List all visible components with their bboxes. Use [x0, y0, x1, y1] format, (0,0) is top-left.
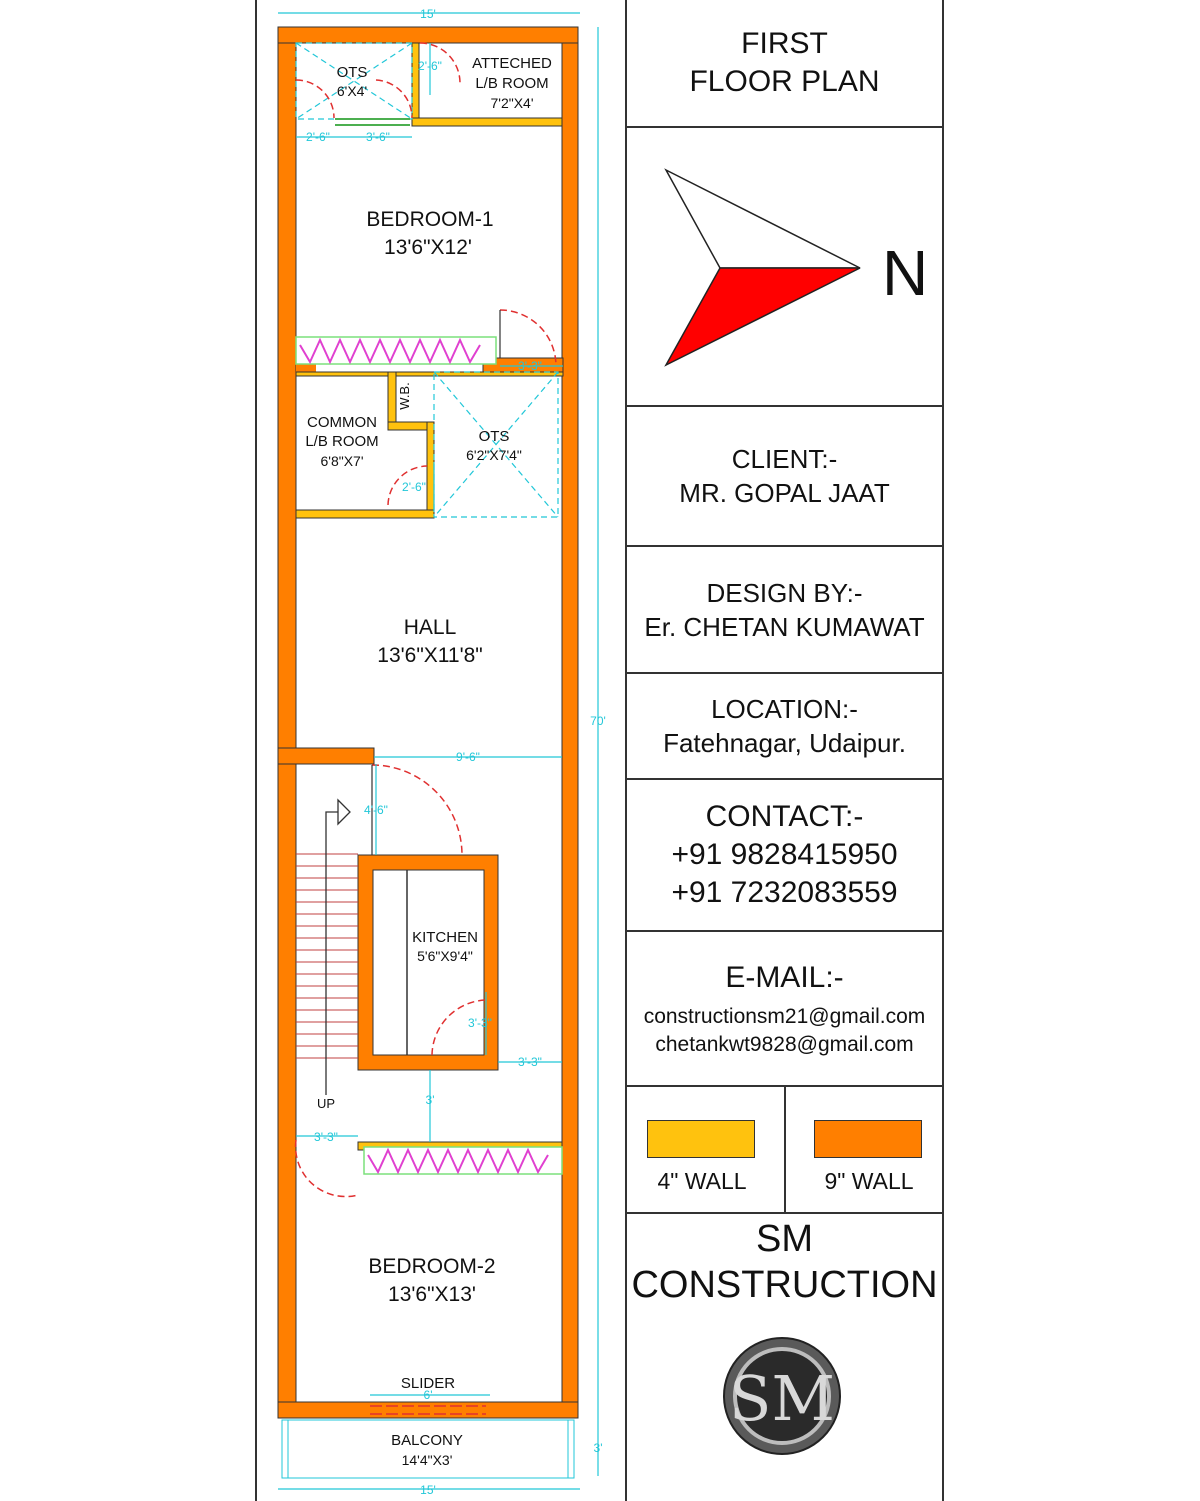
hall-size: 13'6"X11'8" — [377, 644, 482, 667]
stair-up-label: UP — [317, 1096, 335, 1111]
contact-label: CONTACT:- — [705, 800, 864, 833]
kitchen-size: 5'6"X9'4" — [417, 948, 473, 964]
windows — [335, 118, 410, 126]
email-cell: E-MAIL:- constructionsm21@gmail.com chet… — [626, 932, 943, 1087]
dim-kitchen-door: 3'-3" — [468, 1016, 492, 1030]
bedroom1-name: BEDROOM-1 — [366, 208, 493, 231]
ots1-name: OTS — [337, 64, 368, 81]
email-2[interactable]: chetankwt9828@gmail.com — [655, 1032, 914, 1056]
client-label: CLIENT:- — [731, 444, 838, 474]
staircase — [296, 853, 358, 1059]
ots1-size: 6'X4' — [337, 83, 367, 99]
north-cell — [626, 128, 943, 407]
legend-9in-label: 9" WALL — [824, 1168, 914, 1194]
title-cell: FIRST FLOOR PLAN — [626, 0, 943, 128]
brand-line2: CONSTRUCTION — [631, 1264, 938, 1306]
sm-logo: SM — [723, 1337, 841, 1455]
dim-window-right: 3'-6" — [366, 130, 390, 144]
ots2-size: 6'2"X7'4" — [466, 447, 522, 463]
room-labels: OTS 6'X4' ATTECHED L/B ROOM 7'2"X4' BEDR… — [305, 55, 552, 1468]
inner-walls — [295, 42, 564, 1151]
bedroom2-name: BEDROOM-2 — [368, 1255, 495, 1278]
email-label: E-MAIL:- — [725, 960, 844, 994]
dim-top-width: 15' — [420, 7, 436, 21]
dim-total-length: 70' — [590, 714, 606, 728]
common-line1: COMMON — [307, 414, 377, 431]
dim-bed1-door: 3'-3" — [518, 359, 542, 373]
phone-2[interactable]: +91 7232083559 — [671, 876, 898, 909]
bedroom1-size: 13'6"X12' — [384, 236, 472, 259]
wash-basin-label: W.B. — [397, 382, 412, 409]
title-line1: FIRST — [741, 27, 828, 60]
logo-monogram: SM — [729, 1362, 835, 1435]
contact-cell: CONTACT:- +91 9828415950 +91 7232083559 — [626, 780, 943, 932]
dimension-lines — [278, 12, 599, 1490]
stair-arrow — [325, 798, 351, 1095]
location-cell: LOCATION:- Fatehnagar, Udaipur. — [626, 674, 943, 780]
dim-passage: 3' — [426, 1093, 435, 1107]
common-size: 6'8"X7' — [320, 453, 363, 469]
north-label: N — [882, 237, 929, 309]
dim-bed2-door: 3'-3" — [314, 1130, 338, 1144]
brand-cell: SM CONSTRUCTION — [626, 1214, 943, 1310]
design-cell: DESIGN BY:- Er. CHETAN KUMAWAT — [626, 547, 943, 674]
ots2-name: OTS — [479, 428, 510, 445]
balcony-size: 14'4"X3' — [402, 1452, 453, 1468]
legend-4in-label: 4" WALL — [657, 1168, 747, 1194]
attached-line2: L/B ROOM — [475, 75, 548, 92]
legend-9in-swatch — [814, 1120, 922, 1158]
dim-balcony-depth: 3' — [594, 1441, 603, 1455]
slider-label: SLIDER — [401, 1375, 455, 1392]
email-1[interactable]: constructionsm21@gmail.com — [643, 1004, 926, 1028]
location-value: Fatehnagar, Udaipur. — [663, 728, 906, 758]
design-label: DESIGN BY:- — [706, 577, 863, 608]
dim-stair-door: 4'-6" — [364, 803, 388, 817]
common-line2: L/B ROOM — [305, 433, 378, 450]
dim-common-door: 2'-6" — [402, 480, 426, 494]
title-line2: FLOOR PLAN — [689, 65, 880, 98]
dimension-labels: 15' 15' 70' 3' 2'-6" 3'-6" 2'-6" 3'-3" 2… — [306, 7, 606, 1497]
dim-window-left: 2'-6" — [306, 130, 330, 144]
wardrobes — [295, 336, 563, 1175]
balcony-name: BALCONY — [391, 1432, 463, 1449]
client-cell: CLIENT:- MR. GOPAL JAAT — [626, 407, 943, 547]
attached-line1: ATTECHED — [472, 55, 552, 72]
legend-cell — [626, 1087, 943, 1214]
bedroom2-size: 13'6"X13' — [388, 1283, 476, 1306]
designer-name: Er. CHETAN KUMAWAT — [644, 611, 925, 642]
brand-line1: SM — [756, 1218, 813, 1260]
location-label: LOCATION:- — [711, 694, 858, 724]
north-arrow — [664, 168, 861, 367]
legend-4in-swatch — [647, 1120, 755, 1158]
hall-name: HALL — [404, 616, 457, 639]
dim-slider-width: 6' — [424, 1388, 433, 1402]
dim-attached-door: 2'-6" — [418, 59, 442, 73]
phone-1[interactable]: +91 9828415950 — [671, 838, 898, 871]
dim-kitchen-gap: 3'-3" — [518, 1055, 542, 1069]
balcony-outline — [281, 1419, 575, 1479]
attached-size: 7'2"X4' — [490, 95, 533, 111]
dim-hall-span: 9'-6" — [456, 750, 480, 764]
client-name: MR. GOPAL JAAT — [679, 478, 890, 508]
dim-bottom-width: 15' — [420, 1483, 436, 1497]
kitchen-name: KITCHEN — [412, 929, 478, 946]
door-swings — [294, 42, 557, 1415]
outer-walls — [277, 26, 579, 1419]
